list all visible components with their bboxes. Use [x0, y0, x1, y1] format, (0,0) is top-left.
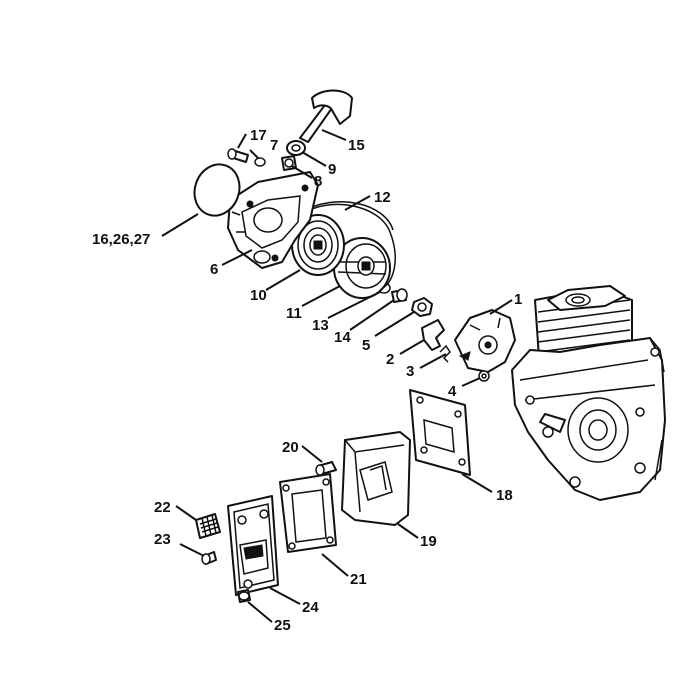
- callout-7: 7: [270, 137, 278, 154]
- callout-19: 19: [420, 533, 437, 550]
- leader-lines: [161, 129, 513, 623]
- callout-17: 17: [250, 127, 267, 144]
- part-4-washer: [478, 370, 490, 382]
- callout-11: 11: [286, 305, 302, 322]
- engine-crankcase-illustration: [511, 285, 666, 501]
- callout-25: 25: [274, 617, 291, 634]
- callout-24: 24: [302, 599, 319, 616]
- callout-20: 20: [282, 439, 299, 456]
- part-25-screw: [237, 589, 251, 603]
- callout-22: 22: [154, 499, 171, 516]
- callout-1: 1: [514, 291, 522, 308]
- part-19-muffler: [341, 431, 411, 526]
- callout-2: 2: [386, 351, 394, 368]
- part-21-cover-gasket: [279, 473, 337, 553]
- part-23-screw: [201, 551, 217, 565]
- part-6-fan-housing: [227, 171, 319, 269]
- callout-3: 3: [406, 363, 414, 380]
- callout-labels: 1 2 3 4 5 6 7 8 9 10 11 12 13 14 15 16,2…: [92, 127, 522, 634]
- part-20-screw: [315, 461, 337, 476]
- part-11-rope-rotor: [333, 237, 391, 299]
- part-2-pawl: [421, 319, 445, 351]
- part-9-grommet: [286, 140, 306, 156]
- callout-5: 5: [362, 337, 370, 354]
- part-5-nut: [411, 297, 433, 317]
- part-24-muffler-cover: [227, 495, 279, 596]
- part-22-spark-arrestor-screen: [195, 513, 221, 539]
- part-16-gasket-ring: [193, 163, 241, 217]
- callout-14: 14: [334, 329, 351, 346]
- part-3-spring: [439, 344, 451, 363]
- callout-12: 12: [374, 189, 391, 206]
- callout-4: 4: [448, 383, 457, 400]
- part-14-screw: [391, 288, 408, 303]
- callout-16-26-27: 16,26,27: [92, 231, 150, 248]
- callout-8: 8: [314, 173, 322, 190]
- part-17-screw: [227, 148, 249, 163]
- callout-9: 9: [328, 161, 336, 178]
- callout-18: 18: [496, 487, 513, 504]
- callout-10: 10: [250, 287, 267, 304]
- callout-21: 21: [350, 571, 367, 588]
- callout-15: 15: [348, 137, 365, 154]
- callout-6: 6: [210, 261, 218, 278]
- part-1-pulley-disc: [454, 309, 516, 373]
- callout-23: 23: [154, 531, 171, 548]
- part-7-washer: [254, 157, 266, 167]
- part-18-muffler-gasket: [409, 389, 471, 476]
- callout-13: 13: [312, 317, 329, 334]
- part-15-starter-grip: [299, 89, 353, 143]
